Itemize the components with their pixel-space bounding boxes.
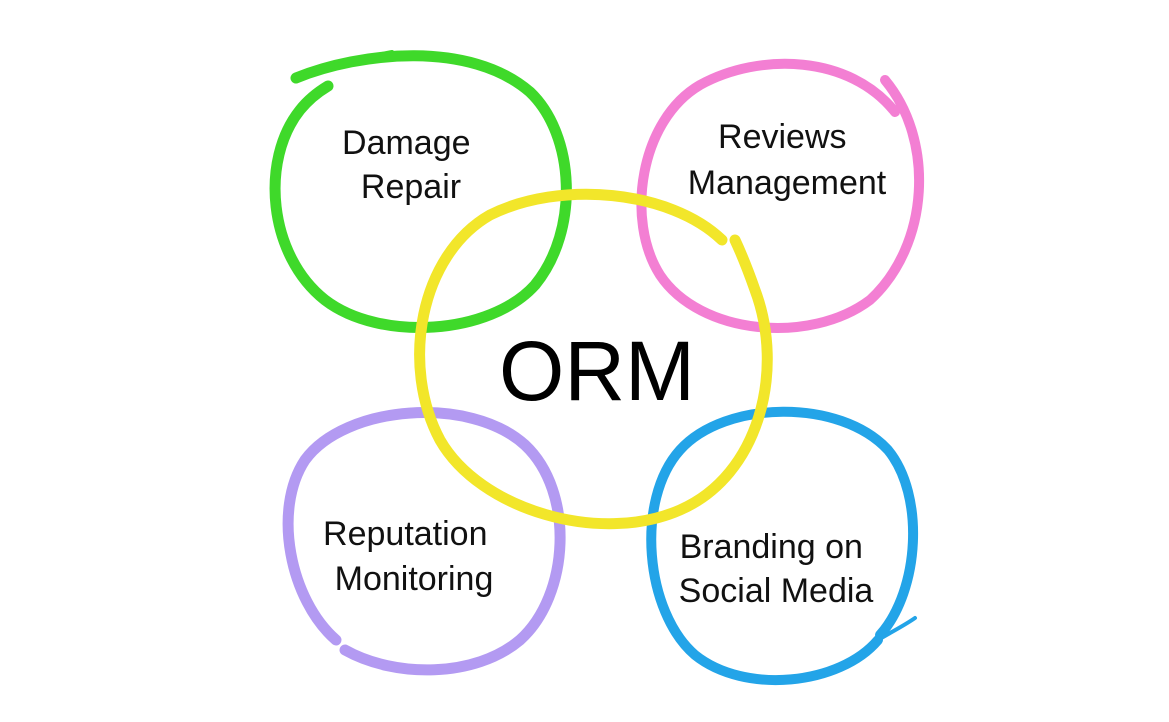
center-label-orm: ORM <box>499 324 695 418</box>
blue-ring <box>646 406 919 685</box>
node-label-reputation-monitoring: Reputation Monitoring <box>323 515 497 598</box>
green-ring-stroke-tail <box>294 50 394 80</box>
node-label-damage-repair: Damage Repair <box>342 124 480 206</box>
node-label-reviews-management: Reviews Management <box>688 118 887 202</box>
purple-ring <box>282 407 566 676</box>
node-reputation-monitoring: Reputation Monitoring <box>282 407 566 676</box>
node-label-branding-social-media: Branding on Social Media <box>679 528 874 610</box>
green-ring <box>269 50 572 333</box>
node-reviews-management: Reviews Management <box>636 58 925 333</box>
node-center-orm: ORM <box>414 188 773 530</box>
blue-ring-stroke-tail <box>876 616 917 642</box>
node-branding-social-media: Branding on Social Media <box>646 406 919 685</box>
pink-ring <box>636 58 925 333</box>
yellow-center-ring <box>414 188 773 530</box>
node-damage-repair: Damage Repair <box>269 50 572 333</box>
